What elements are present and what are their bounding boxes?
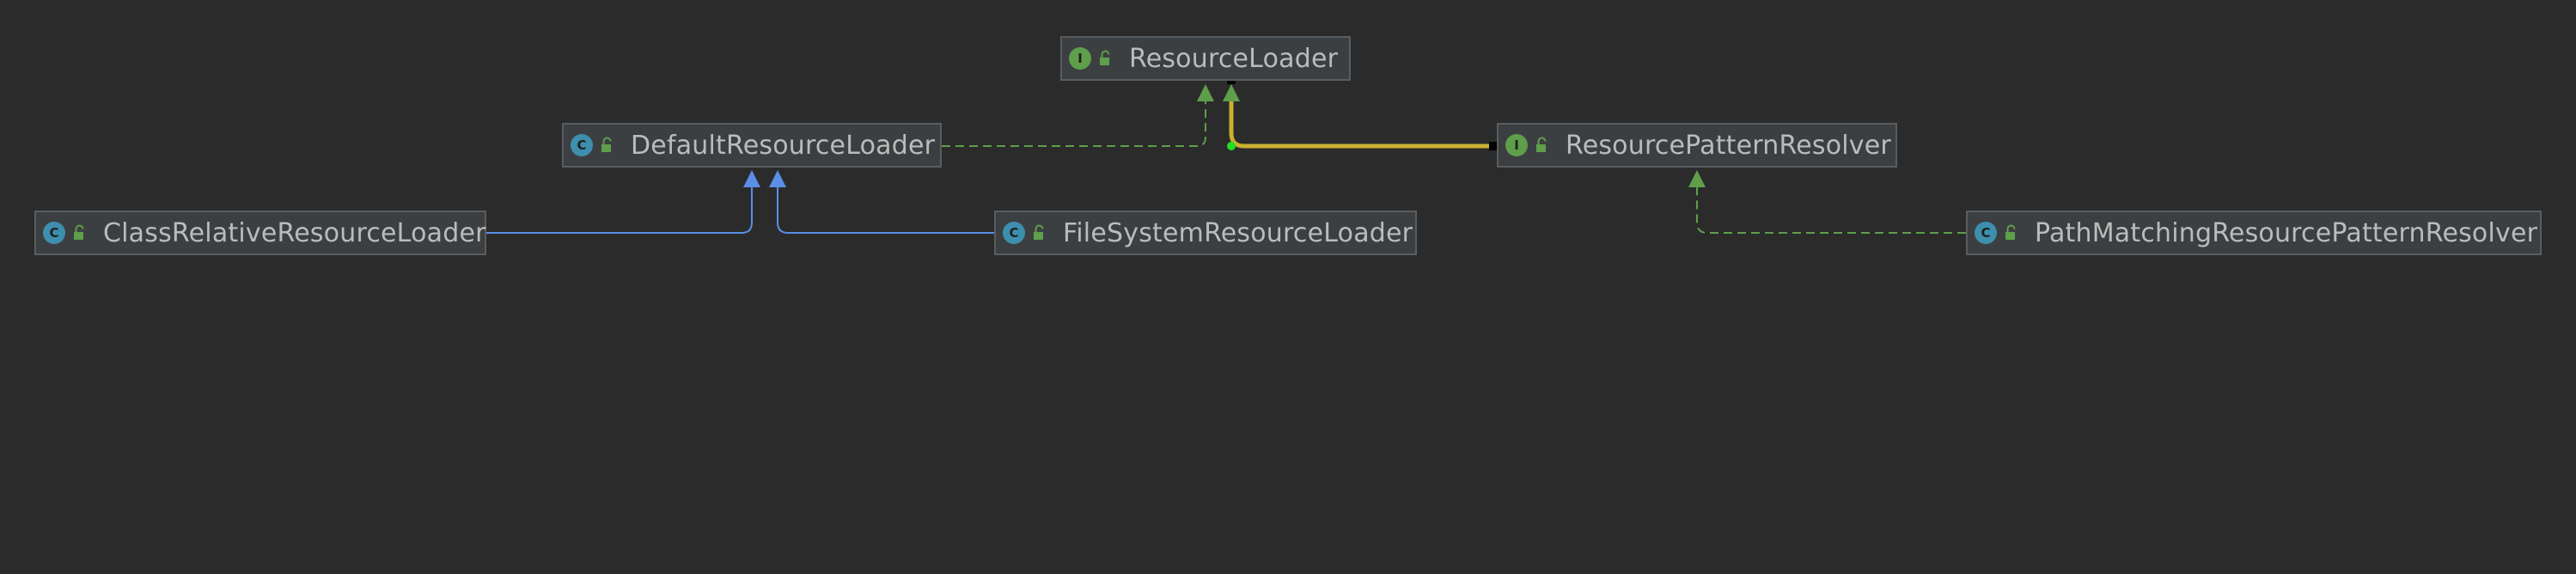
node-path-matching-resource-pattern-resolver[interactable]: C PathMatchingResourcePatternResolver [1966, 211, 2542, 255]
edge-patternresolver-extends-resourceloader[interactable] [1229, 100, 1495, 149]
node-resource-loader[interactable]: I ResourceLoader [1060, 36, 1351, 81]
public-lock-icon [1536, 137, 1547, 152]
public-lock-icon [1034, 224, 1044, 240]
interface-icon: I [1505, 134, 1528, 156]
arrowhead-extends-selected [1223, 84, 1240, 101]
arrowhead-implements [1197, 84, 1214, 101]
selection-handle[interactable] [1489, 142, 1498, 150]
public-lock-icon [1100, 50, 1110, 65]
node-label: ResourcePatternResolver [1566, 130, 1891, 161]
node-default-resource-loader[interactable]: C DefaultResourceLoader [562, 123, 942, 168]
public-lock-icon [74, 224, 84, 240]
selection-anchor-dot[interactable] [1227, 142, 1236, 150]
node-label: PathMatchingResourcePatternResolver [2035, 217, 2538, 248]
node-label: FileSystemResourceLoader [1063, 217, 1413, 248]
arrowhead-extends [743, 170, 760, 187]
node-resource-pattern-resolver[interactable]: I ResourcePatternResolver [1497, 123, 1897, 168]
class-icon: C [1003, 222, 1025, 244]
node-label: DefaultResourceLoader [631, 130, 936, 161]
class-icon: C [1975, 222, 1997, 244]
public-lock-icon [601, 137, 612, 152]
public-lock-icon [2005, 224, 2016, 240]
class-icon: C [571, 134, 593, 156]
edge-pathmatching-implements-patternresolver[interactable] [1696, 186, 1966, 234]
arrowhead-extends [769, 170, 786, 187]
edge-default-implements-resourceloader[interactable] [942, 100, 1206, 147]
node-file-system-resource-loader[interactable]: C FileSystemResourceLoader [994, 211, 1417, 255]
interface-icon: I [1069, 47, 1091, 70]
class-icon: C [43, 222, 65, 244]
node-label: ClassRelativeResourceLoader [103, 217, 486, 248]
node-class-relative-resource-loader[interactable]: C ClassRelativeResourceLoader [34, 211, 486, 255]
arrowhead-implements [1688, 170, 1706, 187]
node-label: ResourceLoader [1129, 43, 1339, 74]
edge-classrelative-extends-default[interactable] [486, 186, 753, 234]
edge-filesystem-extends-default[interactable] [777, 186, 994, 234]
